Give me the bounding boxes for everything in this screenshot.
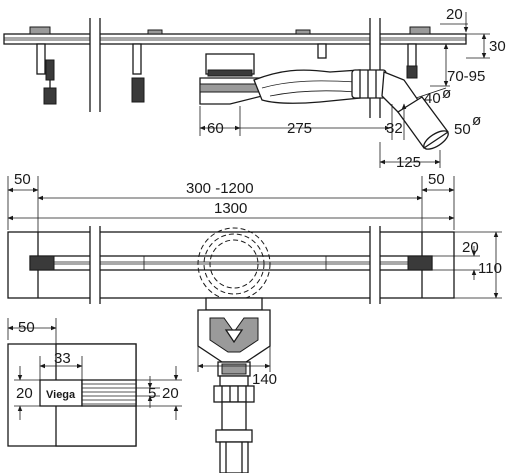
dim-drain-offset-label: 275 [287,120,312,137]
dim-left-offset: 60 [199,106,241,137]
leveling-foot-3 [317,43,327,59]
dim-length-range-label: 300 -1200 [186,180,254,197]
dim-left-offset-label: 60 [207,120,224,137]
dim-left-end-label: 50 [14,171,31,188]
dim-left-end: 50 [7,171,39,240]
dim-total-length: 1300 [7,200,455,221]
dim-height-range-label: 70-95 [447,68,485,85]
dim-height-range: 70-95 [430,43,485,87]
leveling-foot-1 [36,43,57,105]
dim-length-range: 300 -1200 [37,180,423,201]
dim-total-width: 110 [454,231,502,299]
channel-bar-side [3,33,467,45]
leveling-foot-4 [406,43,418,79]
dim-detail-width-33: 33 [39,350,83,380]
dim-outlet-125: 125 [379,142,441,171]
dim-right-height-label: 30 [489,38,506,55]
dim-trap-width-label: 140 [252,371,277,388]
outlet-elbow [351,69,449,150]
dim-diameter-40-label: 40 [424,90,441,107]
dim-detail-right-20-label: 20 [162,385,179,402]
side-view: 20 30 70-95 40 ø 50 ø [3,6,506,171]
brand-label: Viega [46,389,76,401]
dim-trap-width: 140 [197,346,277,388]
dim-slot-width: 20 [432,239,480,280]
dim-diameter-50-label: 50 [454,121,471,138]
dim-outlet-32-label: 32 [386,120,403,137]
dim-outlet-125-label: 125 [396,154,421,171]
dim-slot-width-label: 20 [462,239,479,256]
dim-drain-offset: 275 [240,104,393,140]
dim-detail-gap-5-label: 5 [148,385,156,402]
dim-detail-right-20: 20 [136,366,182,420]
dim-detail-left-20: 20 [14,366,40,420]
viega-plate [39,379,83,407]
top-view: 50 300 -1200 50 1300 [7,171,502,473]
dim-top-gap: 20 [440,6,469,33]
dim-outlet-32: 32 [386,103,407,140]
dim-detail-left-20-label: 20 [16,385,33,402]
dim-detail-left-50-label: 50 [18,319,35,336]
dim-right-end: 50 [421,171,455,240]
dim-total-width-label: 110 [478,260,502,277]
dim-detail-width-33-label: 33 [54,350,71,367]
dim-right-height: 30 [466,33,506,59]
dim-detail-gap-5: 5 [136,376,160,408]
dim-diameter-40: 40 ø [415,85,451,107]
diameter-symbol-40: ø [442,85,451,102]
dim-right-end-label: 50 [428,171,445,188]
dim-top-gap-label: 20 [446,6,463,23]
trap-assembly [197,297,271,473]
dim-diameter-50: 50 ø [454,112,481,138]
dim-total-length-label: 1300 [214,200,247,217]
leveling-foot-2 [131,43,145,103]
drain-body-side [199,53,361,105]
diameter-symbol-50: ø [472,112,481,129]
detail-view: 50 33 Viega 20 [7,318,182,447]
